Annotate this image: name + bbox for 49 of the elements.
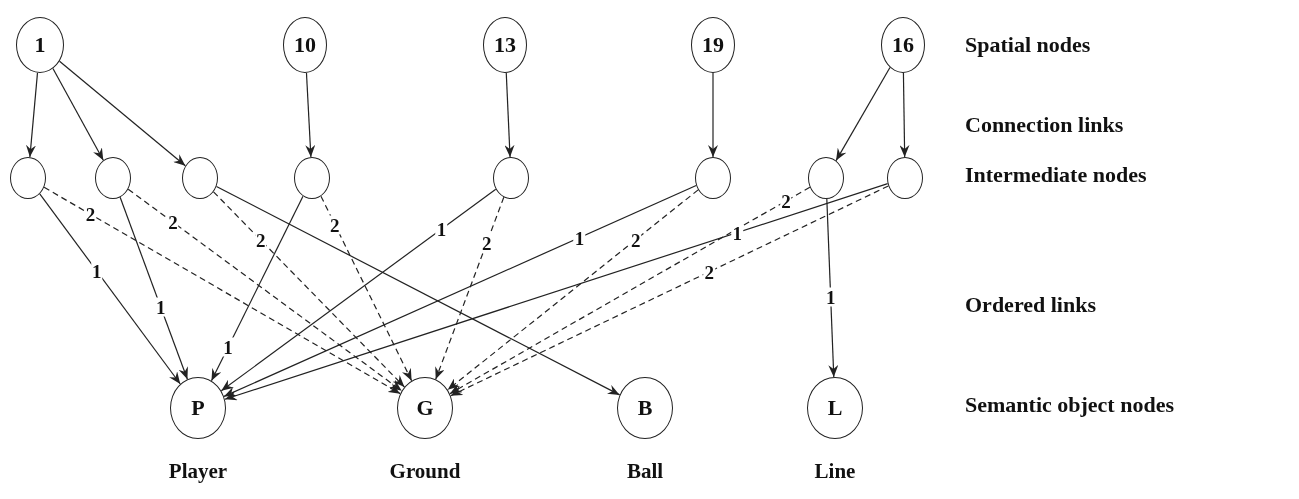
node-label: 10: [294, 34, 316, 56]
node-label: 1: [34, 34, 46, 56]
arrow: [504, 72, 515, 158]
arrow: [119, 196, 188, 380]
edge-label: 1: [222, 337, 234, 357]
row-label: Semantic object nodes: [965, 392, 1174, 418]
arrow: [447, 189, 699, 391]
arrow: [450, 185, 889, 397]
arrow: [708, 72, 718, 158]
arrow: [435, 196, 505, 380]
node-caption: Ball: [626, 459, 664, 484]
edge-label: 2: [481, 233, 493, 253]
node-caption: Line: [814, 459, 856, 484]
arrow: [39, 193, 181, 385]
arrow: [320, 195, 413, 382]
node-label: G: [416, 397, 434, 419]
row-label: Intermediate nodes: [965, 162, 1147, 188]
arrow: [899, 72, 910, 158]
arrow: [223, 184, 697, 397]
row-label: Connection links: [965, 112, 1124, 138]
arrow: [835, 66, 891, 162]
arrow: [58, 60, 186, 167]
edge-label: 1: [731, 223, 743, 243]
edge-label: 1: [155, 297, 167, 317]
arrow: [215, 185, 621, 396]
node-label: B: [637, 397, 653, 419]
arrow: [52, 68, 104, 161]
arrow: [43, 186, 401, 395]
arrow: [826, 198, 839, 378]
arrow: [449, 186, 811, 395]
arrow: [127, 188, 403, 392]
arrow: [212, 191, 406, 388]
arrow: [210, 195, 304, 382]
node-caption: Player: [168, 459, 228, 484]
node-label: 19: [702, 34, 724, 56]
edge-label: 1: [91, 261, 103, 281]
edge-label: 2: [329, 215, 341, 234]
row-label: Spatial nodes: [965, 32, 1091, 58]
node-label: P: [191, 397, 205, 419]
row-label: Ordered links: [965, 292, 1096, 318]
node-label: L: [827, 397, 843, 419]
node-caption: Ground: [389, 459, 461, 484]
arrow: [26, 72, 39, 158]
node-label: 16: [892, 34, 914, 56]
arrow: [220, 188, 497, 392]
edge-label: 1: [824, 287, 837, 307]
arrow: [224, 183, 889, 401]
node-label: 13: [494, 34, 516, 56]
arrow: [305, 72, 316, 158]
